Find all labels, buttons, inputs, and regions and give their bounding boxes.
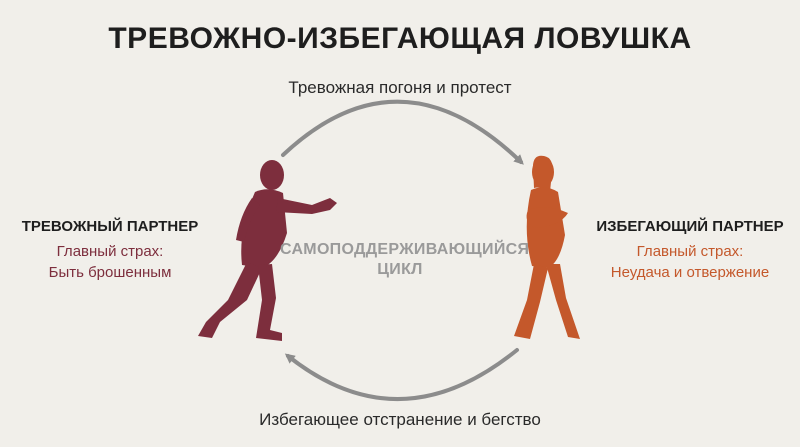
top-arrow-label: Тревожная погоня и протест (288, 78, 512, 97)
anxious-partner-fear-value: Быть брошенным (48, 264, 172, 281)
diagram-title: ТРЕВОЖНО-ИЗБЕГАЮЩАЯ ЛОВУШКА (108, 22, 692, 55)
cycle-center-line-1: САМОПОДДЕРЖИВАЮЩИЙСЯ (280, 241, 530, 258)
anxious-partner-fear-label: Главный страх: (56, 243, 164, 260)
bottom-arrow-label: Избегающее отстранение и бегство (259, 410, 541, 429)
anxious-partner-panel: ТРЕВОЖНЫЙ ПАРТНЕР Главный страх: Быть бр… (10, 218, 210, 283)
avoidant-partner-fear-label: Главный страх: (636, 243, 744, 260)
bottom-cycle-arrow (284, 348, 519, 402)
anxious-partner-name: ТРЕВОЖНЫЙ ПАРТНЕР (21, 218, 199, 235)
anxious-partner-figure (198, 160, 337, 341)
avoidant-partner-figure (514, 155, 580, 339)
cycle-center-label: САМОПОДДЕРЖИВАЮЩИЙСЯ ЦИКЛ (280, 240, 530, 280)
avoidant-partner-name: ИЗБЕГАЮЩИЙ ПАРТНЕР (596, 218, 784, 235)
avoidant-partner-panel: ИЗБЕГАЮЩИЙ ПАРТНЕР Главный страх: Неудач… (590, 218, 790, 283)
avoidant-partner-fear-value: Неудача и отвержение (610, 264, 770, 281)
cycle-center-line-2: ЦИКЛ (377, 261, 423, 278)
top-cycle-arrow (281, 99, 524, 165)
